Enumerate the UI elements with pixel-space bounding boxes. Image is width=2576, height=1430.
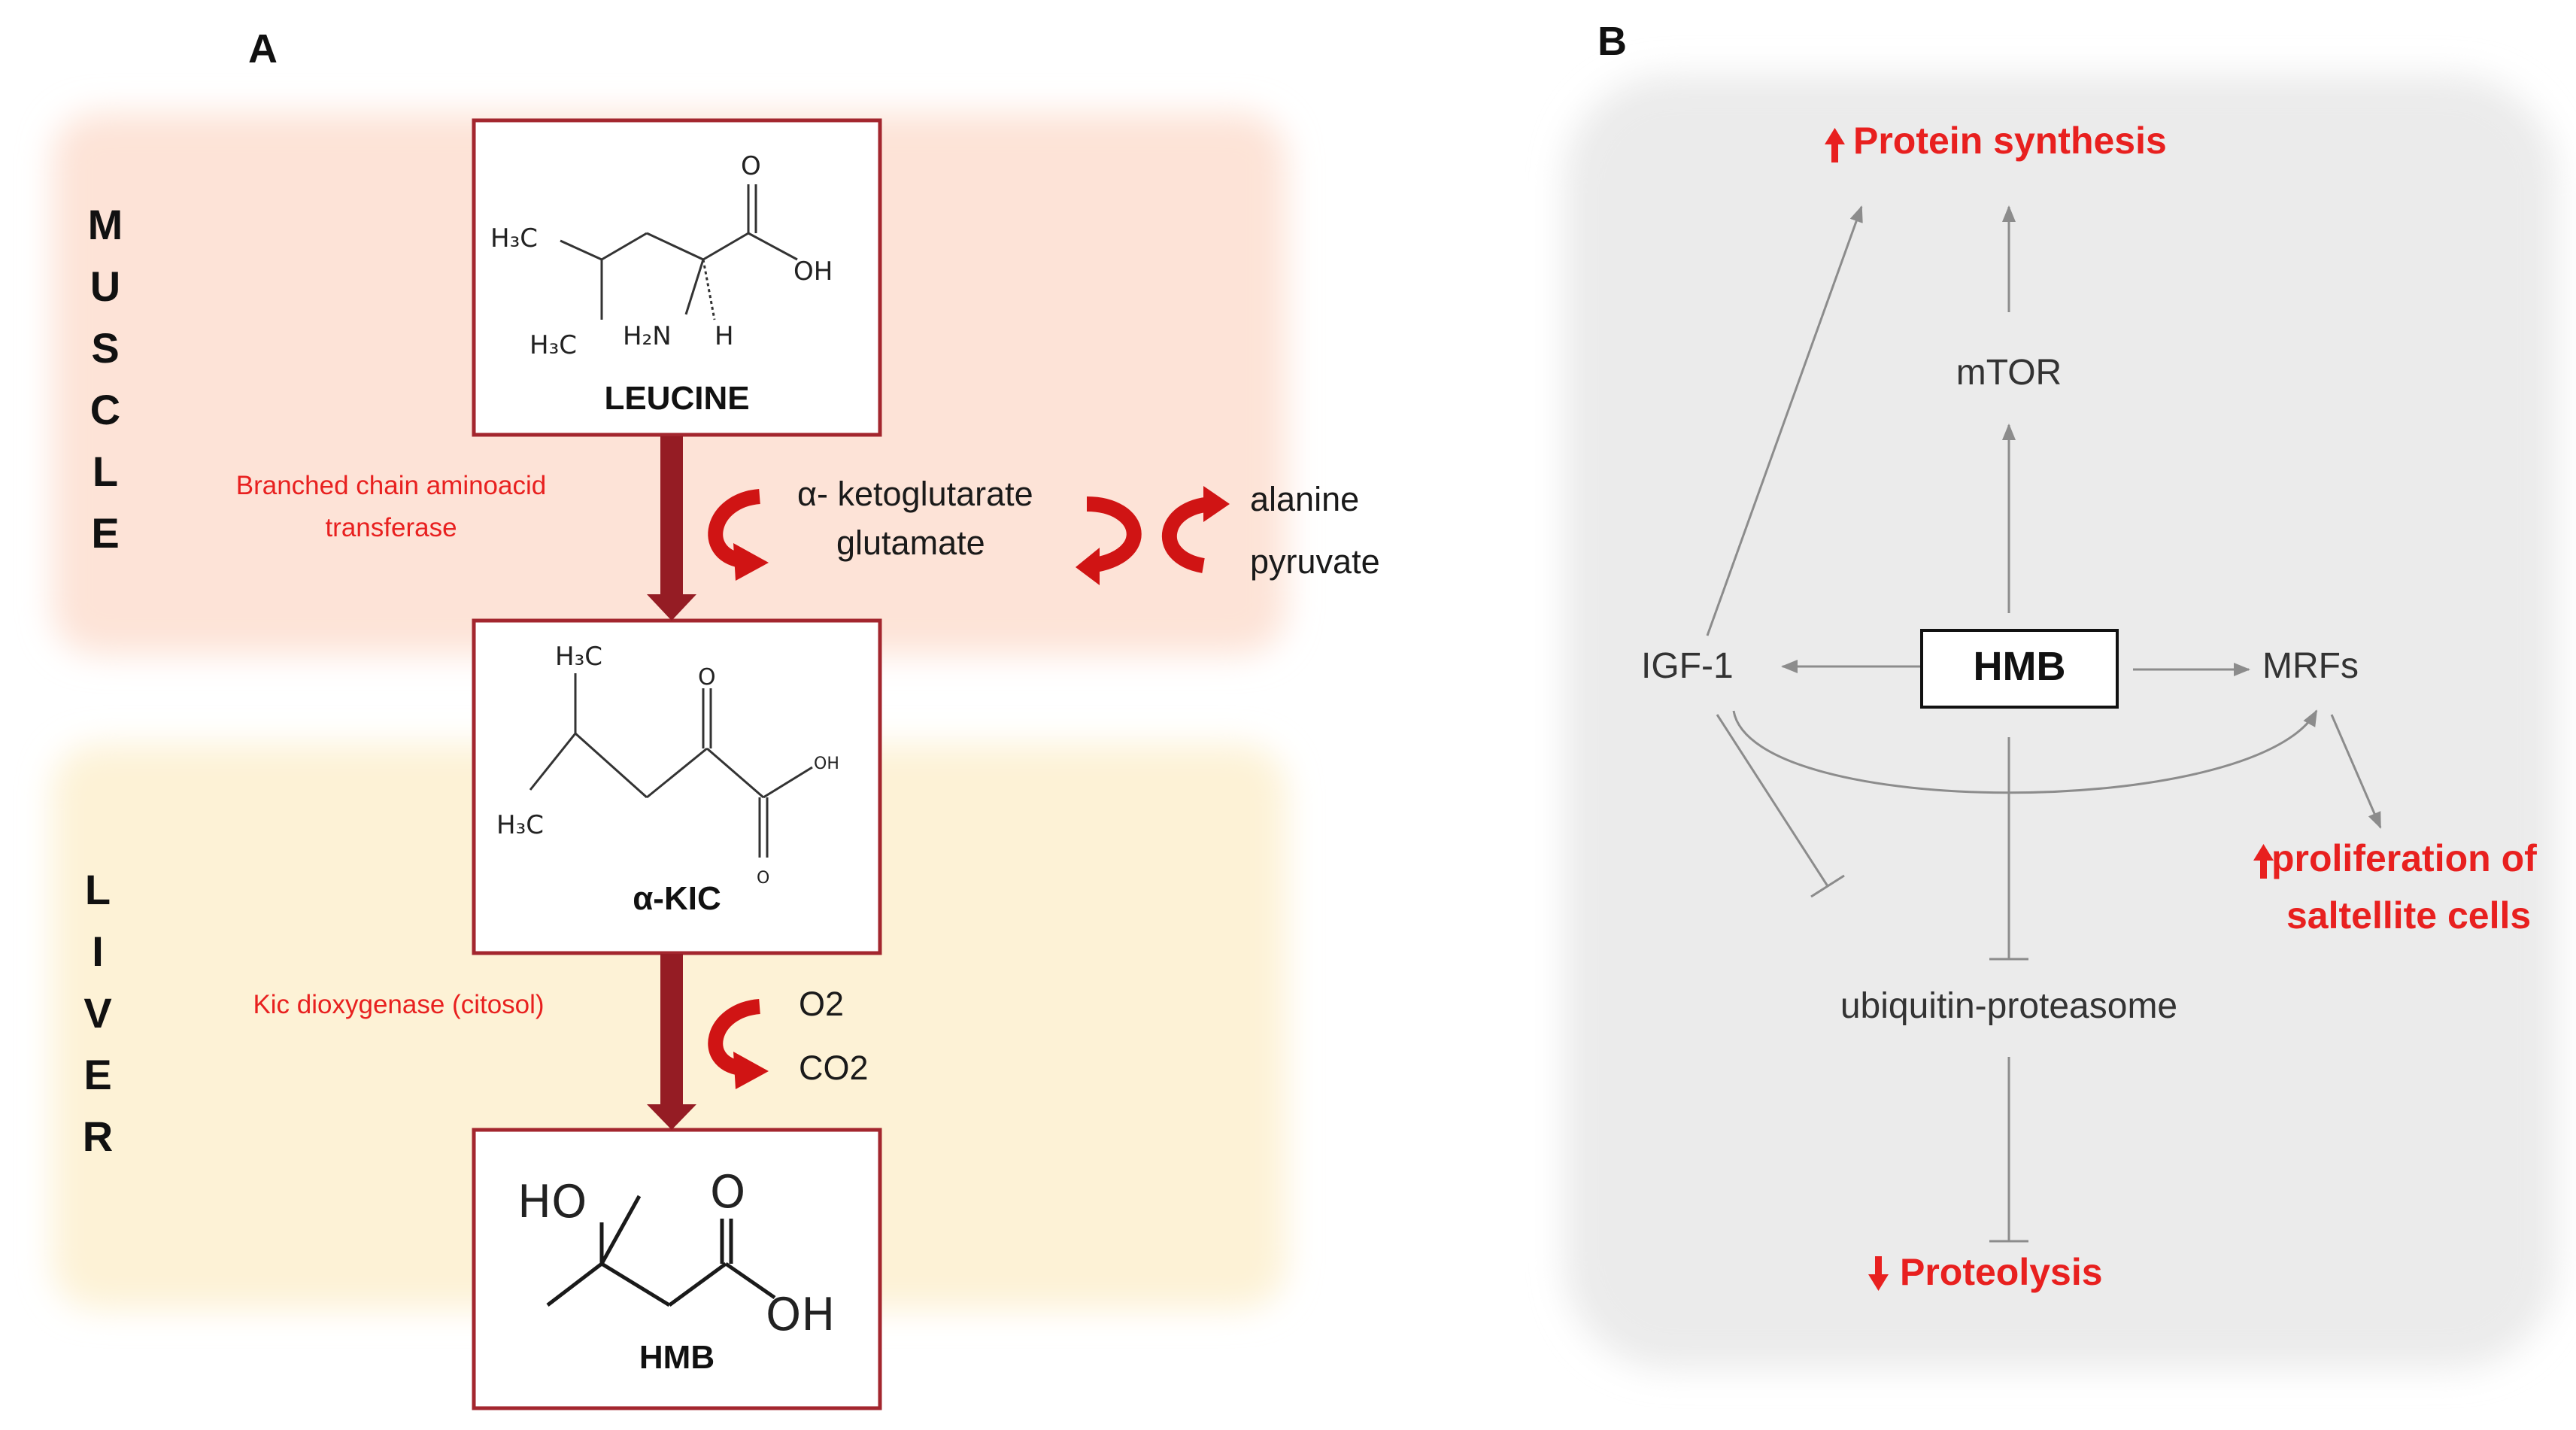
- curved-arrows-alanine-pyruvate: [1086, 496, 1219, 573]
- curved-arrowhead-transamination: [733, 543, 769, 581]
- outcome-proliferation-line2: saltellite cells: [2286, 894, 2532, 937]
- leucine-structure-labels: H₃C H₃C O OH H₂N H: [490, 151, 833, 360]
- muscle-label: M U S C L E: [83, 194, 128, 564]
- liver-letter: E: [83, 1051, 112, 1098]
- inhibit-hmb-ubiquitin: [1989, 737, 2028, 961]
- edge-igf1-to-protein-synthesis: [1706, 205, 1863, 636]
- curved-arrow-oxidation: [708, 999, 761, 1076]
- liver-letter: R: [82, 1113, 114, 1160]
- hmb-hub-box: [1920, 629, 2119, 709]
- node-mtor: mTOR: [1956, 353, 2062, 393]
- leucine-atom-h3c-bottom: H₃C: [529, 330, 577, 360]
- inhibit-ubiquitin-proteolysis: [1989, 1057, 2028, 1243]
- leucine-atom-h2n: H₂N: [623, 321, 672, 351]
- hmb-atom-oh: OH: [766, 1289, 835, 1341]
- node-mrfs: MRFs: [2262, 646, 2359, 686]
- liver-letter: L: [84, 866, 111, 913]
- down-arrow-proteolysis: [1868, 1256, 1889, 1291]
- up-arrow-protein-synthesis: [1825, 128, 1845, 162]
- hmb-molecule-name: HMB: [639, 1339, 715, 1376]
- hmb-atom-o: O: [710, 1166, 745, 1219]
- kic-structure: [529, 673, 813, 858]
- muscle-letter: M: [87, 201, 123, 248]
- cofactor-o2: O2: [799, 985, 845, 1023]
- cofactor-co2: CO2: [799, 1049, 869, 1087]
- hmb-hub-label: HMB: [1973, 644, 2066, 689]
- outcome-proteolysis: Proteolysis: [1900, 1251, 2103, 1293]
- panel-b-letter: B: [1597, 19, 1627, 64]
- panel-b-background: [1564, 75, 2557, 1369]
- liver-label: L I V E R: [75, 859, 120, 1167]
- cofactor-ketoglutarate: α- ketoglutarate: [797, 475, 1033, 513]
- hmb-molecule-box: [472, 1128, 882, 1410]
- kic-atom-o-bottom: O: [757, 869, 769, 888]
- kic-name: α-KIC: [633, 880, 721, 917]
- curved-arrow-transamination: [708, 489, 761, 568]
- arrow-leucine-to-kic: [647, 436, 696, 621]
- enzyme-kic-dioxygenase: Kic dioxygenase (citosol): [253, 990, 545, 1019]
- kic-box: [472, 618, 882, 955]
- kic-atom-o-top: O: [698, 664, 716, 691]
- leucine-atom-h3c-top: H₃C: [490, 223, 538, 254]
- cofactor-pyruvate: pyruvate: [1250, 542, 1380, 581]
- kic-atom-h3c-bottom: H₃C: [496, 810, 544, 840]
- enzyme-bcat: Branched chain aminoacid transferase: [235, 471, 547, 542]
- kic-structure-labels: H₃C H₃C O OH O: [496, 642, 839, 888]
- muscle-letter: L: [92, 448, 119, 495]
- curved-arrowhead-oxidation: [733, 1052, 769, 1089]
- hmb-atom-ho: HO: [517, 1176, 587, 1228]
- leucine-atom-oh: OH: [793, 257, 833, 287]
- up-arrow-proliferation: [2253, 844, 2274, 879]
- node-ubiquitin-proteasome: ubiquitin-proteasome: [1840, 986, 2178, 1026]
- liver-letter: V: [83, 989, 112, 1037]
- arrowhead-to-pyruvate: [1076, 548, 1100, 585]
- muscle-letter: C: [90, 386, 121, 433]
- edge-mrfs-to-proliferation: [2330, 714, 2382, 829]
- panel-a-letter: A: [248, 26, 278, 71]
- muscle-letter: E: [91, 509, 120, 557]
- outcome-protein-synthesis: Protein synthesis: [1853, 120, 2167, 162]
- leucine-atom-o: O: [741, 151, 761, 181]
- liver-letter: I: [92, 928, 104, 975]
- node-igf1: IGF-1: [1641, 646, 1734, 686]
- arrow-kic-to-hmb: [647, 954, 696, 1130]
- leucine-name: LEUCINE: [604, 380, 750, 417]
- leucine-atom-h: H: [715, 321, 734, 351]
- arrowhead-to-alanine: [1203, 486, 1230, 522]
- hmb-structure-labels: HO O OH: [517, 1166, 835, 1341]
- cofactor-alanine: alanine: [1250, 480, 1360, 518]
- muscle-letter: U: [90, 263, 121, 310]
- muscle-letter: S: [91, 324, 120, 372]
- inhibit-igf1-ubiquitin: [1716, 714, 1845, 898]
- outcome-proliferation-line1: proliferation of: [2271, 837, 2537, 879]
- leucine-box: [472, 118, 882, 437]
- leucine-structure: [560, 184, 798, 320]
- hmb-structure: [546, 1195, 776, 1307]
- cofactor-glutamate: glutamate: [836, 524, 985, 562]
- kic-atom-h3c-top: H₃C: [555, 642, 602, 672]
- kic-atom-oh: OH: [814, 754, 839, 773]
